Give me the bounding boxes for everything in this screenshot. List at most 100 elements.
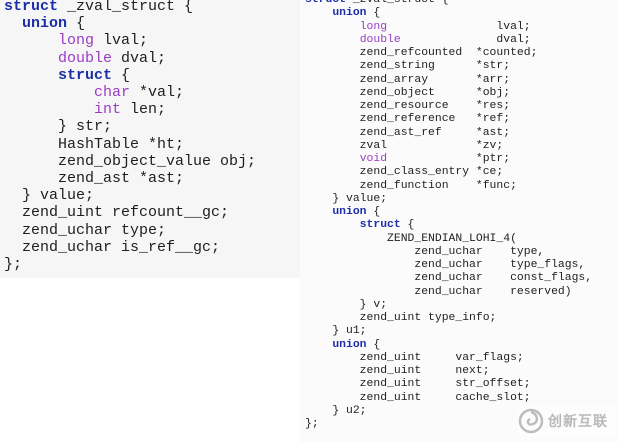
code-line: struct { (4, 67, 130, 84)
code-type: int (94, 101, 122, 119)
code-text (305, 153, 360, 165)
right-code-panel (300, 0, 618, 442)
code-text: len; (121, 101, 167, 119)
code-text: } value; (305, 192, 388, 205)
code-keyword: union (332, 7, 367, 20)
code-type: void (359, 153, 388, 165)
code-text: } v; (305, 298, 388, 311)
php5-zval-struct-code: struct _zval_struct { union { long lval;… (4, 0, 256, 273)
code-line: } u1; (305, 325, 367, 338)
code-text: lval; (387, 20, 531, 33)
code-text: zend_object_value obj; (4, 152, 257, 170)
code-line: union { (305, 339, 380, 351)
code-line: zend_uchar type_flags, (305, 259, 585, 271)
code-text: { (400, 219, 415, 232)
code-line: } v; (305, 299, 387, 311)
code-line: zend_uint var_flags; (305, 352, 524, 364)
code-text: ZEND_ENDIAN_LOHI_4( (305, 232, 517, 245)
code-text: dval; (400, 33, 531, 46)
code-line: zend_uint str_offset; (305, 378, 531, 390)
code-keyword: struct (58, 66, 113, 84)
code-keyword: struct (305, 0, 347, 6)
code-keyword: union (22, 15, 68, 33)
code-text: zend_uint str_offset; (305, 378, 531, 391)
code-type: double (58, 49, 113, 67)
code-type: char (94, 84, 131, 102)
code-text (305, 206, 332, 218)
code-keyword: union (332, 338, 367, 351)
code-text: _zval_struct { (346, 0, 449, 6)
code-line: zend_array *arr; (305, 74, 510, 86)
code-line: zend_string *str; (305, 60, 510, 72)
code-line: zend_uchar type, (305, 246, 544, 258)
code-text (4, 32, 58, 49)
code-text: zend_uchar type; (4, 221, 167, 239)
code-line: long lval; (4, 32, 148, 49)
code-line: zend_uchar type; (4, 222, 166, 239)
code-line: } str; (4, 118, 112, 135)
code-line: zend_uint next; (305, 365, 490, 377)
code-text: zend_resource *res; (305, 100, 511, 112)
code-text: lval; (94, 32, 149, 50)
code-text: zend_string *str; (305, 60, 511, 73)
code-text (4, 15, 22, 32)
code-text: dval; (112, 49, 167, 67)
code-line: ZEND_ENDIAN_LOHI_4( (305, 233, 517, 245)
code-keyword: struct (4, 0, 59, 15)
code-line: }; (305, 418, 319, 430)
code-type: double (359, 33, 401, 46)
code-keyword: struct (359, 219, 401, 232)
code-text: zend_ast *ast; (4, 170, 185, 188)
code-text: zend_function *func; (305, 179, 517, 192)
code-line: union { (305, 206, 380, 218)
watermark-text: 创新互联 (548, 414, 608, 430)
code-text (4, 67, 58, 84)
code-text: _zval_struct { (58, 0, 194, 15)
code-line: zend_uchar const_flags, (305, 272, 592, 284)
code-line: } u2; (305, 404, 367, 417)
code-line: struct { (305, 219, 415, 232)
code-line: union { (305, 7, 380, 19)
code-text: } u1; (305, 325, 367, 338)
code-line: zend_ast_ref *ast; (305, 127, 510, 139)
code-text: zend_ast_ref *ast; (305, 126, 511, 139)
code-line: zend_object_value obj; (4, 153, 256, 170)
code-line: zend_function *func; (305, 180, 517, 192)
code-line: zend_uint refcount__gc; (4, 204, 229, 221)
code-text (305, 219, 360, 231)
code-line: void *ptr; (305, 153, 510, 165)
code-text: } str; (4, 118, 113, 136)
code-line: double dval; (4, 50, 166, 67)
code-type: long (359, 20, 388, 33)
code-type: long (58, 32, 95, 50)
code-line: zend_uchar reserved) (305, 285, 572, 298)
code-line: zend_ast *ast; (4, 170, 184, 187)
code-line: long lval; (305, 21, 531, 33)
code-line: zval *zv; (305, 139, 504, 152)
code-line: zend_uchar is_ref__gc; (4, 239, 220, 256)
code-text: zend_uchar reserved) (305, 285, 572, 298)
code-line: } value; (4, 187, 94, 204)
code-line: zend_reference *ref; (305, 113, 510, 125)
code-line: char *val; (4, 84, 184, 101)
code-text (305, 21, 360, 33)
code-text: zend_uchar is_ref__gc; (4, 238, 221, 256)
code-text (305, 34, 360, 46)
code-text: { (67, 15, 86, 33)
code-text: { (112, 66, 131, 84)
code-text: *val; (130, 84, 185, 102)
code-line: zend_refcounted *counted; (305, 47, 538, 59)
code-line: zend_resource *res; (305, 100, 510, 112)
code-text: } u2; (305, 404, 367, 417)
code-text: zend_uint next; (305, 365, 490, 377)
code-text: }; (4, 256, 23, 274)
code-line: zend_object *obj; (305, 87, 510, 99)
code-line: }; (4, 256, 22, 273)
code-text: zval *zv; (305, 139, 504, 152)
code-text: zend_array *arr; (305, 73, 511, 86)
code-text: zend_uint refcount__gc; (4, 204, 230, 222)
code-line: struct _zval_struct { (305, 0, 449, 6)
code-line: union { (4, 15, 85, 32)
code-text: zend_uchar type_flags, (305, 259, 586, 271)
